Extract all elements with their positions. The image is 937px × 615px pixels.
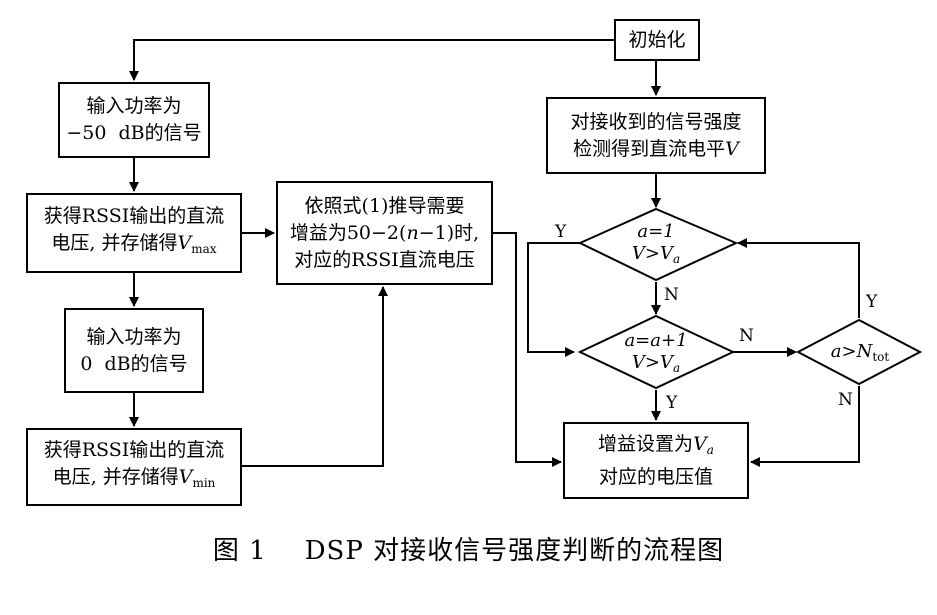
get-vmin-box: 获得RSSI输出的直流 电压, 并存储得Vmin xyxy=(26,428,242,506)
derive-var-n: n xyxy=(406,221,419,244)
label-d2-no: N xyxy=(739,326,754,346)
label-d1-no: N xyxy=(664,285,679,305)
init-label: 初始化 xyxy=(628,28,686,51)
input-m50-box: 输入功率为 −50 dB的信号 xyxy=(58,82,210,158)
edge-vmin-to-derive xyxy=(242,286,388,467)
detect-text: 检测得到直流电平 xyxy=(573,137,726,160)
detect-var: V xyxy=(725,137,739,160)
d3-label: a>Ntot xyxy=(818,341,902,368)
derive-line1: 依照式(1)推导需要 xyxy=(304,194,465,217)
d2-cond: V>V xyxy=(631,352,673,373)
gain-sub: a xyxy=(706,442,714,457)
d1-sub: a xyxy=(672,252,681,266)
detect-line2: 检测得到直流电平V xyxy=(573,136,739,163)
d1-cond: V>V xyxy=(631,243,673,264)
edge-init-to-input-m50 xyxy=(129,39,614,81)
gain-line2: 对应的电压值 xyxy=(598,465,713,488)
init-box: 初始化 xyxy=(614,19,700,61)
caption-number: 图 1 xyxy=(212,536,267,566)
d2-label: a=a+1 V>Va xyxy=(606,330,706,379)
d3-cond: a>N xyxy=(830,341,873,362)
derive-line2-a: 增益为50−2( xyxy=(289,221,407,244)
input-0-line1: 输入功率为 xyxy=(86,325,182,348)
d2-line2: V>Va xyxy=(606,352,706,379)
label-d1-yes: Y xyxy=(555,222,567,242)
d1-line1: a=1 xyxy=(637,221,675,242)
gain-box: 增益设置为Va 对应的电压值 xyxy=(563,422,749,499)
get-vmax-line2: 电压, 并存储得Vmax xyxy=(51,230,216,263)
derive-line2-b: −1)时, xyxy=(418,221,480,244)
input-0-box: 输入功率为 0 dB的信号 xyxy=(64,308,204,393)
gain-line1: 增益设置为Va xyxy=(598,431,714,464)
d2-line1: a=a+1 xyxy=(624,330,688,351)
decision-d3 xyxy=(795,318,923,386)
caption-title: DSP 对接收信号强度判断的流程图 xyxy=(304,536,725,566)
input-0-line2: 0 dB的信号 xyxy=(80,352,188,375)
get-vmax-line1: 获得RSSI输出的直流 xyxy=(43,205,225,227)
detect-box: 对接收到的信号强度 检测得到直流电平V xyxy=(546,97,766,174)
label-d3-yes: Y xyxy=(866,292,878,312)
derive-line3: 对应的RSSI直流电压 xyxy=(294,248,475,271)
d3-sub: tot xyxy=(872,350,890,364)
get-vmax-box: 获得RSSI输出的直流 电压, 并存储得Vmax xyxy=(26,193,242,273)
figure-caption: 图 1 DSP 对接收信号强度判断的流程图 xyxy=(0,530,937,567)
get-vmin-sub: min xyxy=(192,476,216,490)
get-vmax-var: V xyxy=(177,232,192,254)
get-vmax-text: 电压, 并存储得 xyxy=(51,232,178,254)
gain-text: 增益设置为 xyxy=(598,432,694,455)
decision-d2 xyxy=(577,314,736,390)
edge-d3-no xyxy=(750,386,860,467)
edge-d3-yes xyxy=(737,238,860,318)
d2-sub: a xyxy=(672,361,681,375)
d1-label: a=1 V>Va xyxy=(610,221,702,270)
edge-derive-to-gain xyxy=(493,232,562,467)
label-d2-yes: Y xyxy=(666,393,678,413)
label-d3-no: N xyxy=(838,390,853,410)
derive-box: 依照式(1)推导需要 增益为50−2(n−1)时, 对应的RSSI直流电压 xyxy=(276,181,493,285)
get-vmin-text: 电压, 并存储得 xyxy=(52,466,179,488)
get-vmax-sub: max xyxy=(191,242,217,256)
input-m50-line1: 输入功率为 xyxy=(86,95,182,117)
derive-line2: 增益为50−2(n−1)时, xyxy=(290,220,479,247)
d1-line2: V>Va xyxy=(610,243,702,270)
get-vmin-line2: 电压, 并存储得Vmin xyxy=(53,464,216,497)
gain-var: V xyxy=(693,432,707,455)
get-vmin-var: V xyxy=(178,466,193,488)
detect-line1: 对接收到的信号强度 xyxy=(570,110,742,133)
get-vmin-line1: 获得RSSI输出的直流 xyxy=(43,439,225,461)
decision-d1 xyxy=(577,207,739,282)
edge-d1-yes xyxy=(527,242,580,357)
input-m50-line2: −50 dB的信号 xyxy=(66,122,202,144)
